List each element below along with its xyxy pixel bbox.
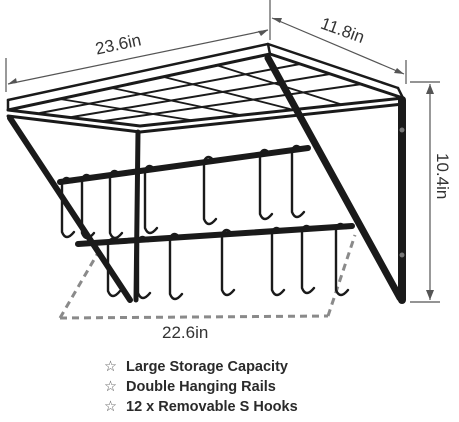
- wall-rack: [6, 42, 406, 304]
- s-hook: [334, 222, 350, 297]
- s-hook: [202, 155, 218, 226]
- s-hook: [108, 169, 124, 240]
- height-label: 10.4in: [433, 153, 452, 199]
- s-hook: [258, 148, 274, 221]
- height-dimension: [410, 81, 440, 303]
- width-label: 23.6in: [94, 30, 143, 58]
- feature-list: ☆ Large Storage Capacity ☆ Double Hanging …: [104, 357, 298, 417]
- s-hook: [168, 232, 184, 301]
- depth-dimension: [271, 17, 407, 84]
- feature-item: ☆ Double Hanging Rails: [104, 377, 298, 397]
- star-outline-icon: ☆: [104, 399, 117, 415]
- rail-length-label: 22.6in: [162, 323, 208, 342]
- star-outline-icon: ☆: [104, 379, 117, 395]
- lower-rail-hooks: [106, 222, 350, 301]
- upper-rail-hooks: [60, 144, 306, 240]
- feature-item: ☆ Large Storage Capacity: [104, 357, 298, 377]
- feature-label: Double Hanging Rails: [126, 379, 276, 395]
- s-hook: [290, 144, 306, 219]
- s-hook: [300, 224, 316, 295]
- feature-item: ☆ 12 x Removable S Hooks: [104, 397, 298, 417]
- feature-label: Large Storage Capacity: [126, 359, 288, 375]
- s-hook: [136, 235, 152, 300]
- depth-label: 11.8in: [318, 14, 367, 47]
- feature-label: 12 x Removable S Hooks: [126, 399, 298, 415]
- width-dimension: [5, 0, 271, 92]
- s-hook: [143, 164, 159, 235]
- s-hook: [106, 237, 122, 298]
- dashed-footprint: [58, 234, 357, 320]
- s-hook: [60, 176, 76, 239]
- star-outline-icon: ☆: [104, 359, 117, 375]
- s-hook: [80, 173, 96, 240]
- s-hook: [270, 226, 286, 297]
- s-hook: [220, 228, 236, 297]
